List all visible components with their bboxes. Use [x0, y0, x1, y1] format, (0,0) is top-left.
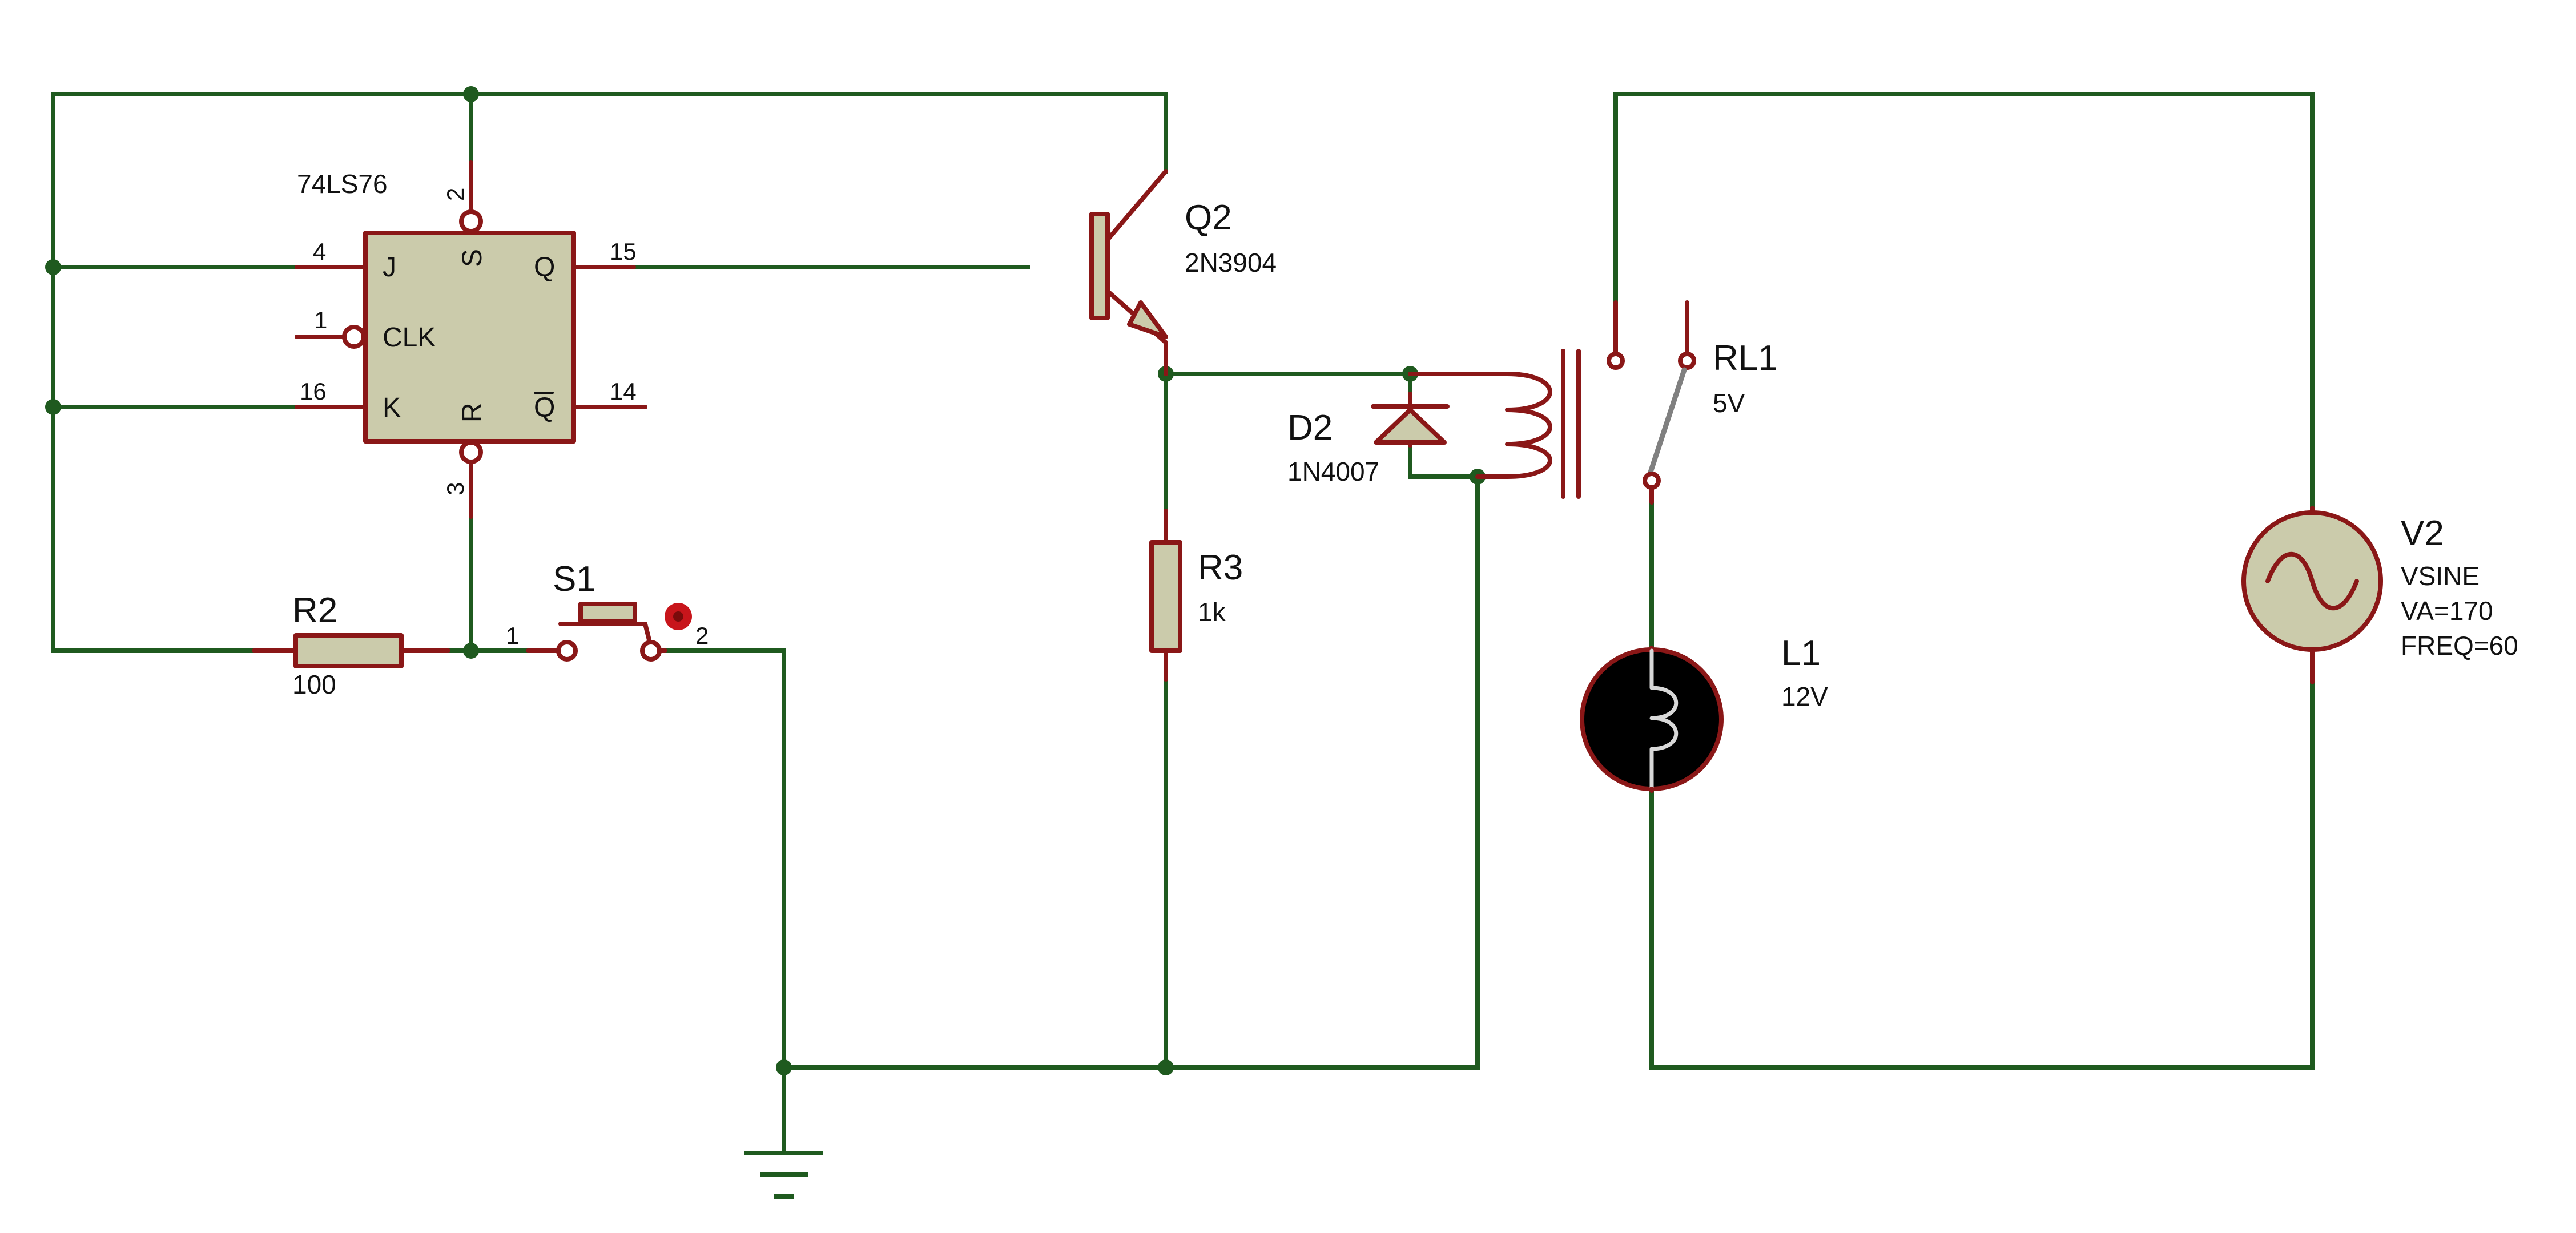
relay-common-contact — [1643, 472, 1661, 490]
junction-dot — [463, 86, 479, 102]
flipflop-part-label: 74LS76 — [297, 169, 388, 199]
r3-ref-label: R3 — [1198, 548, 1243, 587]
rl1-ref-label: RL1 — [1713, 339, 1778, 378]
diode-d2[interactable]: D2 1N4007 — [1287, 392, 1450, 486]
r3-value-label: 1k — [1198, 597, 1226, 627]
s1-state-indicator-core — [673, 611, 683, 622]
pushbutton-s1[interactable]: S1 1 2 — [506, 559, 709, 662]
v2-type-label: VSINE — [2401, 561, 2480, 591]
pin-qbar-label: Q — [534, 393, 555, 423]
pin-s-label: S — [457, 249, 488, 267]
r2-value-label: 100 — [292, 670, 336, 699]
junction-dot — [463, 643, 479, 659]
s1-contact-1 — [556, 640, 578, 662]
d2-value-label: 1N4007 — [1287, 457, 1379, 486]
q2-ref-label: Q2 — [1185, 198, 1232, 237]
resistor-r2[interactable]: R2 100 — [252, 591, 450, 699]
wire-s1-ground — [663, 648, 786, 1070]
pin-number-j: 4 — [313, 238, 326, 265]
junctions — [45, 86, 1486, 1075]
l1-ref-label: L1 — [1781, 634, 1821, 673]
v2-freq-label: FREQ=60 — [2401, 631, 2518, 660]
relay-rl1[interactable]: RL1 5V — [1408, 300, 1778, 505]
relay-coil-icon — [1408, 349, 1581, 499]
ground-icon — [744, 1151, 823, 1199]
s1-actuator-stem — [643, 622, 652, 644]
s1-pin1-label: 1 — [506, 622, 519, 649]
pin-s-bubble — [459, 209, 483, 233]
junction-dot — [1158, 1059, 1174, 1075]
wires — [51, 92, 2315, 1155]
resistor-r3[interactable]: R3 1k — [1149, 509, 1243, 682]
s1-cap — [578, 602, 637, 623]
wire-right-top — [1613, 92, 2315, 510]
lamp-filament-icon — [1649, 648, 1678, 791]
r2-ref-label: R2 — [292, 591, 337, 630]
wire-top-rail — [51, 92, 1168, 174]
pin-k-label: K — [383, 393, 401, 423]
pin-r-label: R — [457, 402, 488, 422]
diode-icon — [1371, 392, 1450, 448]
d2-ref-label: D2 — [1287, 408, 1333, 448]
pin-number-s: 2 — [442, 188, 469, 201]
pin-number-k: 16 — [300, 378, 327, 405]
pin-number-qb: 14 — [610, 378, 637, 405]
q2-value-label: 2N3904 — [1185, 248, 1277, 277]
relay-no-contact — [1678, 352, 1696, 370]
r2-body — [293, 633, 404, 668]
source-v2[interactable]: V2 VSINE VA=170 FREQ=60 — [2241, 506, 2518, 684]
transistor-q2[interactable]: Q2 2N3904 — [1089, 169, 1277, 376]
rl1-value-label: 5V — [1713, 388, 1745, 418]
relay-arm — [1647, 367, 1687, 477]
junction-dot — [776, 1059, 792, 1075]
junction-dot — [45, 259, 61, 275]
s1-ref-label: S1 — [553, 559, 596, 599]
pin-clk-label: CLK — [383, 323, 436, 353]
pin-j-label: J — [383, 252, 396, 283]
v2-va-label: VA=170 — [2401, 596, 2493, 626]
pin-q-label: Q — [534, 252, 555, 283]
flipflop-74ls76[interactable]: 74LS76 J CLK K Q Q S R 4 1 16 15 14 2 3 — [295, 160, 647, 519]
wire-diode-bottom — [1408, 443, 1480, 479]
pin-number-clk: 1 — [314, 307, 327, 333]
junction-dot — [45, 399, 61, 415]
pin-number-q: 15 — [610, 238, 637, 265]
pin-clk-bubble — [342, 325, 366, 349]
pin-r-bubble — [459, 440, 483, 464]
flipflop-body — [363, 231, 576, 444]
relay-nc-contact — [1607, 352, 1625, 370]
sine-wave-icon — [2265, 552, 2359, 610]
wire-right-bottom — [1649, 680, 2315, 1070]
pin-number-r: 3 — [442, 482, 469, 495]
r3-body — [1149, 540, 1182, 653]
s1-pin2-label: 2 — [695, 622, 709, 649]
transistor-icon — [1089, 169, 1168, 376]
l1-value-label: 12V — [1781, 682, 1828, 711]
v2-ref-label: V2 — [2401, 514, 2444, 553]
s1-contact-2 — [640, 640, 662, 662]
lamp-l1[interactable]: L1 12V — [1580, 634, 1828, 793]
